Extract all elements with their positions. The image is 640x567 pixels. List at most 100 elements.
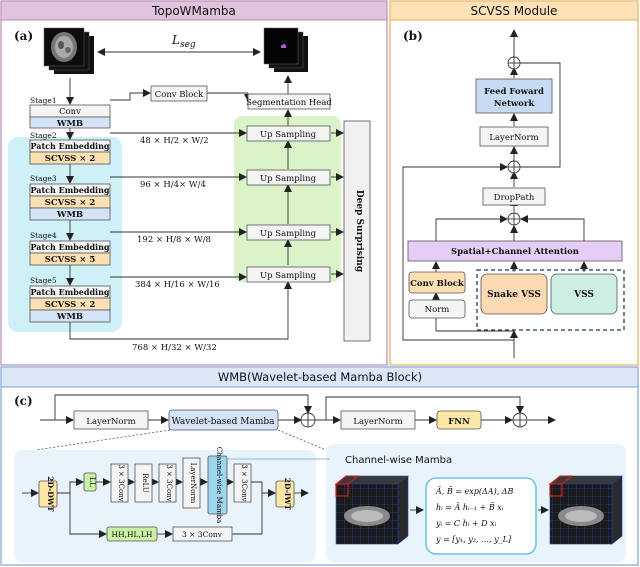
norm-block bbox=[408, 299, 466, 319]
conv-block bbox=[150, 85, 208, 102]
svg-text:Up Sampling: Up Sampling bbox=[260, 130, 317, 140]
stage2-label: Stage2 bbox=[30, 131, 57, 140]
decoder-background bbox=[234, 116, 341, 282]
panel-c-label: (c) bbox=[14, 394, 33, 408]
svg-text:Patch Embedding: Patch Embedding bbox=[30, 242, 109, 252]
stage4-block: Patch Embedding SCVSS × 5 bbox=[29, 240, 111, 266]
zoom-line-left bbox=[35, 429, 171, 451]
dim-label-5: 768 × H/32 × W/32 bbox=[132, 343, 217, 353]
snake-vss-block bbox=[480, 273, 548, 315]
dim-label-2: 96 × H/4× W/4 bbox=[140, 180, 206, 190]
channel-mamba-title: Channel-wise Mamba bbox=[345, 455, 452, 466]
panel-b-title: SCVSS Module bbox=[471, 4, 558, 18]
svg-text:Patch Embedding: Patch Embedding bbox=[30, 287, 109, 297]
panel-b-label: (b) bbox=[403, 29, 423, 43]
dwt-block bbox=[38, 480, 58, 508]
norm-label: Norm bbox=[425, 305, 450, 315]
conv3-block-3 bbox=[233, 463, 252, 503]
deep-supervising-block bbox=[343, 120, 371, 342]
up-sampling-2: Up Sampling bbox=[246, 169, 331, 186]
svg-text:WMB: WMB bbox=[56, 312, 83, 322]
svg-text:WMB: WMB bbox=[56, 119, 83, 129]
panel-c-header bbox=[0, 366, 639, 388]
add-circle-c1 bbox=[300, 412, 316, 428]
conv3-block-1 bbox=[110, 463, 129, 503]
panel-a-header bbox=[0, 0, 388, 21]
droppath-label: DropPath bbox=[494, 193, 535, 203]
stage3-block: Patch Embedding SCVSS × 2 WMB bbox=[29, 183, 111, 221]
layernorm-block bbox=[479, 126, 549, 147]
iwt-block bbox=[275, 480, 295, 508]
deep-supervising-label: Deep Surprising bbox=[354, 190, 364, 273]
panel-c-top-arrows bbox=[40, 394, 556, 424]
svg-text:Conv: Conv bbox=[59, 107, 81, 117]
ll-block bbox=[83, 472, 97, 492]
panel-b-header bbox=[389, 0, 639, 21]
wmb-layernorm-2 bbox=[340, 410, 416, 430]
add-circle-low bbox=[507, 212, 521, 226]
relu-block bbox=[134, 463, 153, 503]
panel-a-title: TopoWMamba bbox=[151, 4, 236, 18]
up-sampling-4: Up Sampling bbox=[246, 266, 331, 283]
equation-3: yᵢ = C hᵢ + D xᵢ bbox=[435, 519, 497, 528]
svg-text:Up Sampling: Up Sampling bbox=[260, 271, 317, 281]
fnn-block bbox=[436, 410, 482, 430]
add-circle-c2 bbox=[512, 412, 528, 428]
wavelet-detail-arrows bbox=[22, 478, 309, 538]
conv3-block-2 bbox=[158, 463, 177, 503]
output-segmentation-image bbox=[263, 27, 308, 72]
ll-label: LL bbox=[88, 477, 97, 487]
panel-c-title: WMB(Wavelet-based Mamba Block) bbox=[218, 370, 422, 384]
conv3-block-4 bbox=[172, 526, 233, 542]
segmentation-head bbox=[247, 93, 331, 110]
zoom-line-right bbox=[277, 429, 327, 451]
conv3-label-2: 3 × 3Conv bbox=[165, 464, 173, 501]
panel-a-label: (a) bbox=[14, 29, 33, 43]
wmb-layernorm-1 bbox=[73, 410, 149, 430]
dim-label-1: 48 × H/2 × W/2 bbox=[140, 136, 209, 146]
stage5-block: Patch Embedding SCVSS × 2 WMB bbox=[29, 285, 111, 323]
loss-label: Lseg bbox=[171, 33, 196, 50]
svg-text:Patch Embedding: Patch Embedding bbox=[30, 185, 109, 195]
wmb-layernorm-2-label: LayerNorm bbox=[353, 417, 402, 427]
segmentation-head-label: Segmentation Head bbox=[246, 98, 332, 108]
up-sampling-3: Up Sampling bbox=[246, 224, 331, 241]
wavelet-mamba-label: Wavelet-based Mamba bbox=[171, 417, 275, 427]
equation-2: hᵢ = Ā hᵢ₋₁ + B̄ xᵢ bbox=[436, 503, 504, 512]
svg-text:Up Sampling: Up Sampling bbox=[260, 229, 317, 239]
attention-label: Spatial+Channel Attention bbox=[451, 247, 579, 257]
svg-text:SCVSS × 2: SCVSS × 2 bbox=[45, 198, 96, 208]
up-sampling-1: Up Sampling bbox=[246, 125, 331, 142]
snake-vss-label: Snake VSS bbox=[487, 290, 541, 300]
svg-text:SCVSS × 5: SCVSS × 5 bbox=[45, 255, 96, 265]
vss-block bbox=[550, 273, 618, 315]
add-circle-top bbox=[507, 56, 521, 70]
wmb-layernorm-1-label: LayerNorm bbox=[86, 417, 135, 427]
add-circle-mid bbox=[507, 160, 521, 174]
vss-dashed-group bbox=[476, 269, 625, 331]
conv-block-b-label: Conv Block bbox=[410, 279, 465, 289]
attention-block bbox=[407, 240, 623, 262]
ffn-block bbox=[475, 78, 553, 114]
droppath-block bbox=[482, 187, 546, 206]
dim-label-3: 192 × H/8 × W/8 bbox=[137, 235, 211, 245]
hh-block bbox=[106, 526, 158, 542]
svg-text:WMB: WMB bbox=[56, 210, 83, 220]
ffn-label-2: Network bbox=[494, 99, 536, 109]
conv-block-b bbox=[408, 271, 466, 294]
svg-text:Patch Embedding: Patch Embedding bbox=[30, 141, 109, 151]
svg-text:SCVSS × 2: SCVSS × 2 bbox=[45, 300, 96, 310]
encoder-arrows bbox=[66, 75, 344, 340]
layernorm-c-block bbox=[182, 457, 201, 509]
equation-1: Ā, B̄ = exp(ΔA), ΔB bbox=[435, 487, 514, 496]
iwt-label: 2D-IWT bbox=[283, 478, 292, 511]
svg-text:SCVSS × 2: SCVSS × 2 bbox=[45, 154, 96, 164]
conv-block-label: Conv Block bbox=[155, 90, 204, 100]
hh-label: HH,HL,LH bbox=[112, 530, 153, 539]
stage1-block: Conv WMB bbox=[29, 104, 111, 129]
stage5-label: Stage5 bbox=[30, 276, 57, 285]
vss-label: VSS bbox=[573, 290, 594, 300]
conv3-label-1: 3 × 3Conv bbox=[117, 464, 125, 501]
